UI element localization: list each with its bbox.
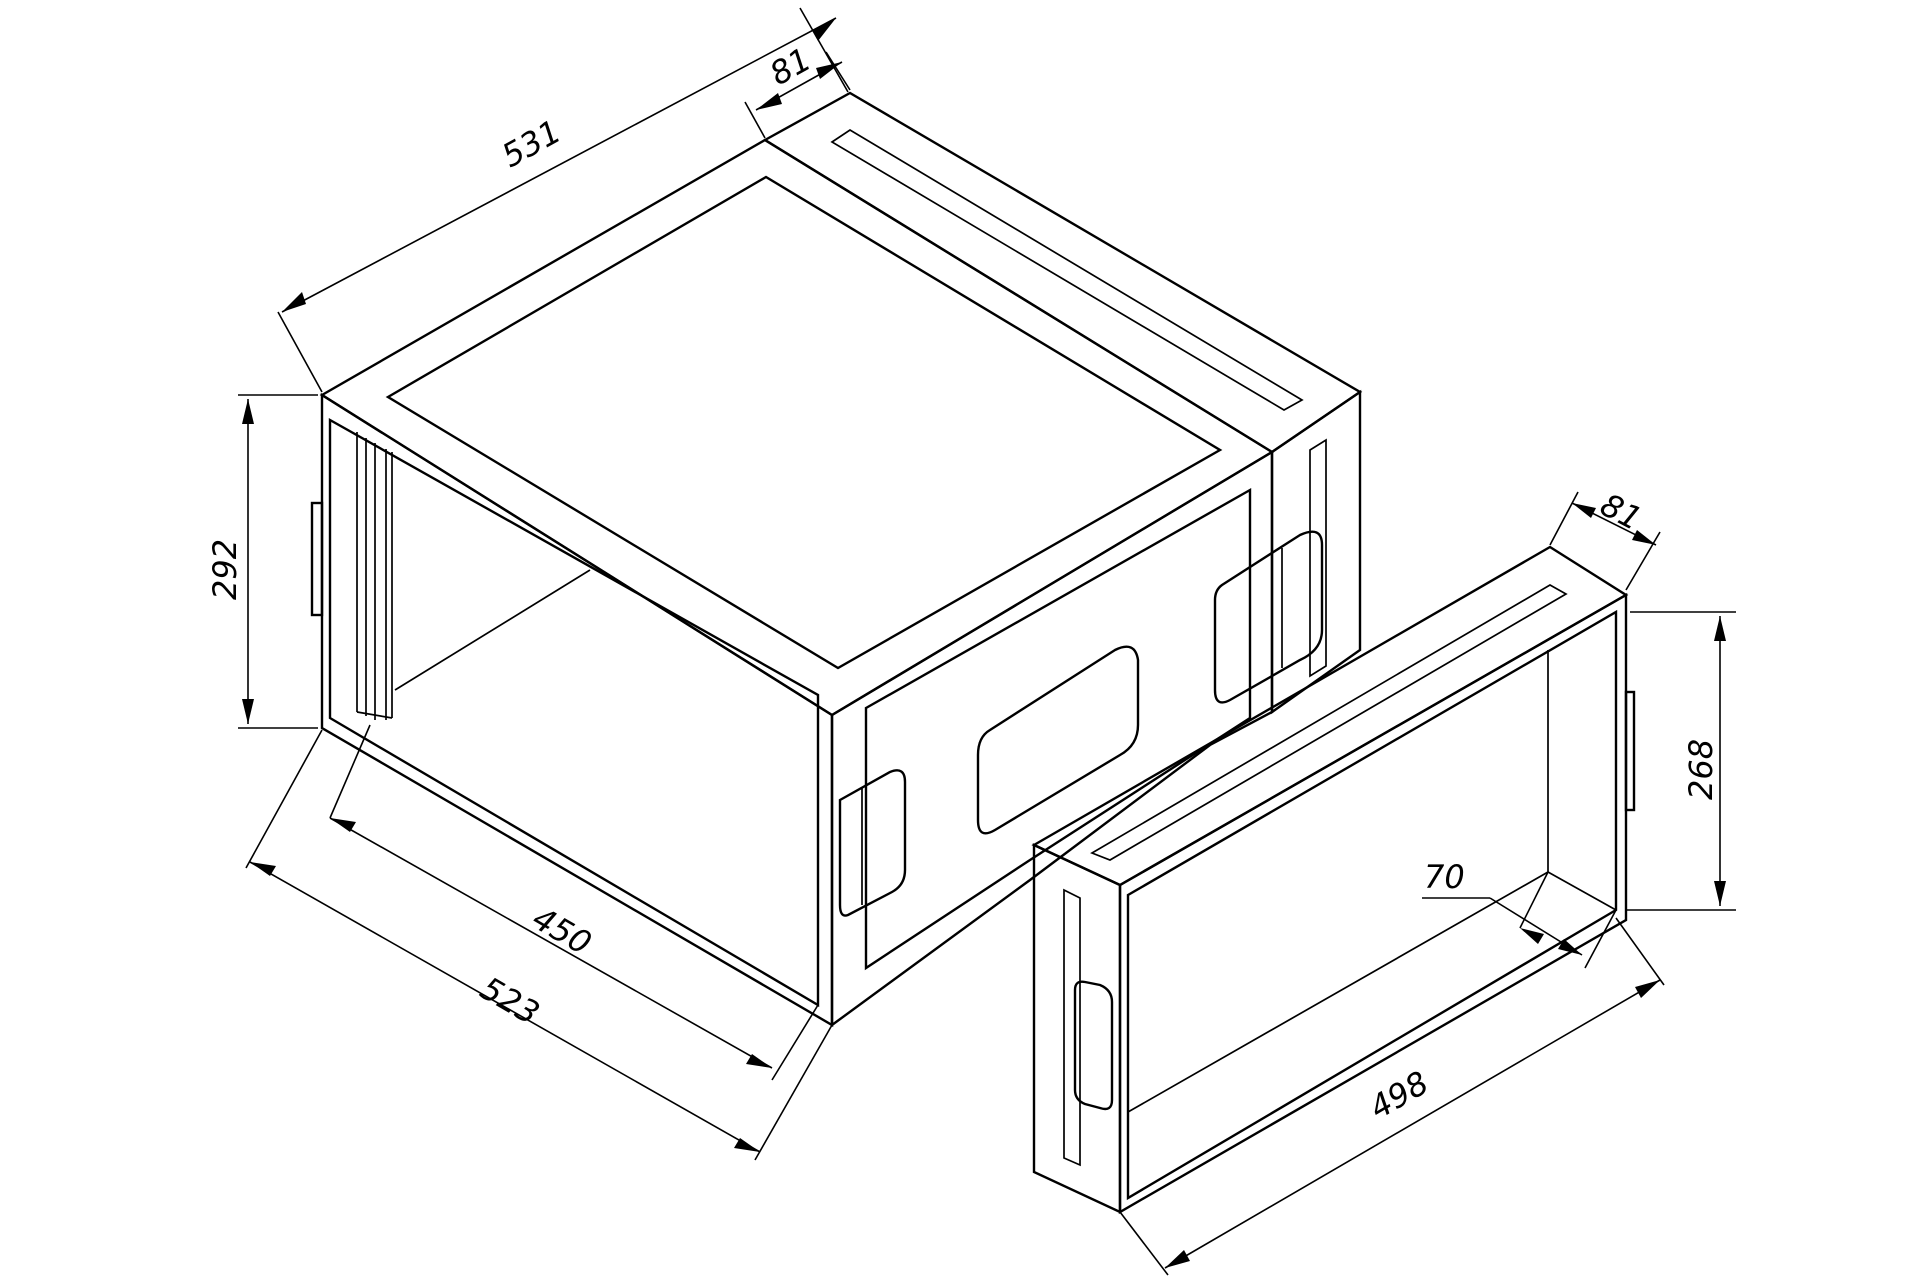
dim-case-inner-width: 450 (329, 724, 819, 1081)
lid-inner-edge (1127, 650, 1549, 1113)
case-lid-strip-top (762, 91, 1363, 454)
case-right-face (830, 449, 1274, 1028)
dim-label-523: 523 (474, 969, 546, 1032)
case-left-latch (310, 501, 324, 617)
dim-case-top-length: 531 (277, 7, 849, 393)
dim-label-292: 292 (206, 539, 244, 600)
dim-lid-inner: 70 (1422, 858, 1617, 969)
dim-label-268: 268 (1682, 739, 1720, 800)
case-right-face-inset (864, 487, 1252, 971)
lid-front-face (1118, 592, 1628, 1215)
dim-case-height: 292 (206, 394, 318, 729)
lid-top-slot (1090, 584, 1568, 861)
dim-lid-height: 268 (1626, 611, 1736, 911)
dimensions: 531 81 292 450 (206, 7, 1736, 1276)
lid-handle-icon (1073, 980, 1114, 1111)
lid-side-slot (1063, 888, 1081, 1167)
dim-label-450: 450 (526, 899, 598, 962)
lid-right-latch (1624, 690, 1636, 812)
dim-lid-length: 498 (1119, 917, 1665, 1276)
case-lid-strip-side-slot (1309, 438, 1327, 678)
case-rack-rails (356, 432, 393, 720)
dim-label-70: 70 (1424, 858, 1465, 896)
case-front-latch-icon (838, 769, 907, 917)
case-top-face (319, 138, 1275, 717)
dim-label-81-top: 81 (763, 40, 817, 93)
dim-lid-depth: 81 (1549, 486, 1661, 591)
case-top-panel (385, 175, 1223, 670)
dim-case-outer-width: 523 (245, 729, 833, 1161)
case-side-handle-icon (976, 645, 1140, 835)
case-inner-back-edge (394, 569, 591, 691)
case-right-latch-icon (1213, 530, 1324, 704)
rack-case (310, 91, 1363, 1028)
case-lid-slot (830, 128, 1304, 411)
dim-label-81-lid: 81 (1594, 486, 1648, 539)
lid-side-face (1032, 843, 1122, 1214)
